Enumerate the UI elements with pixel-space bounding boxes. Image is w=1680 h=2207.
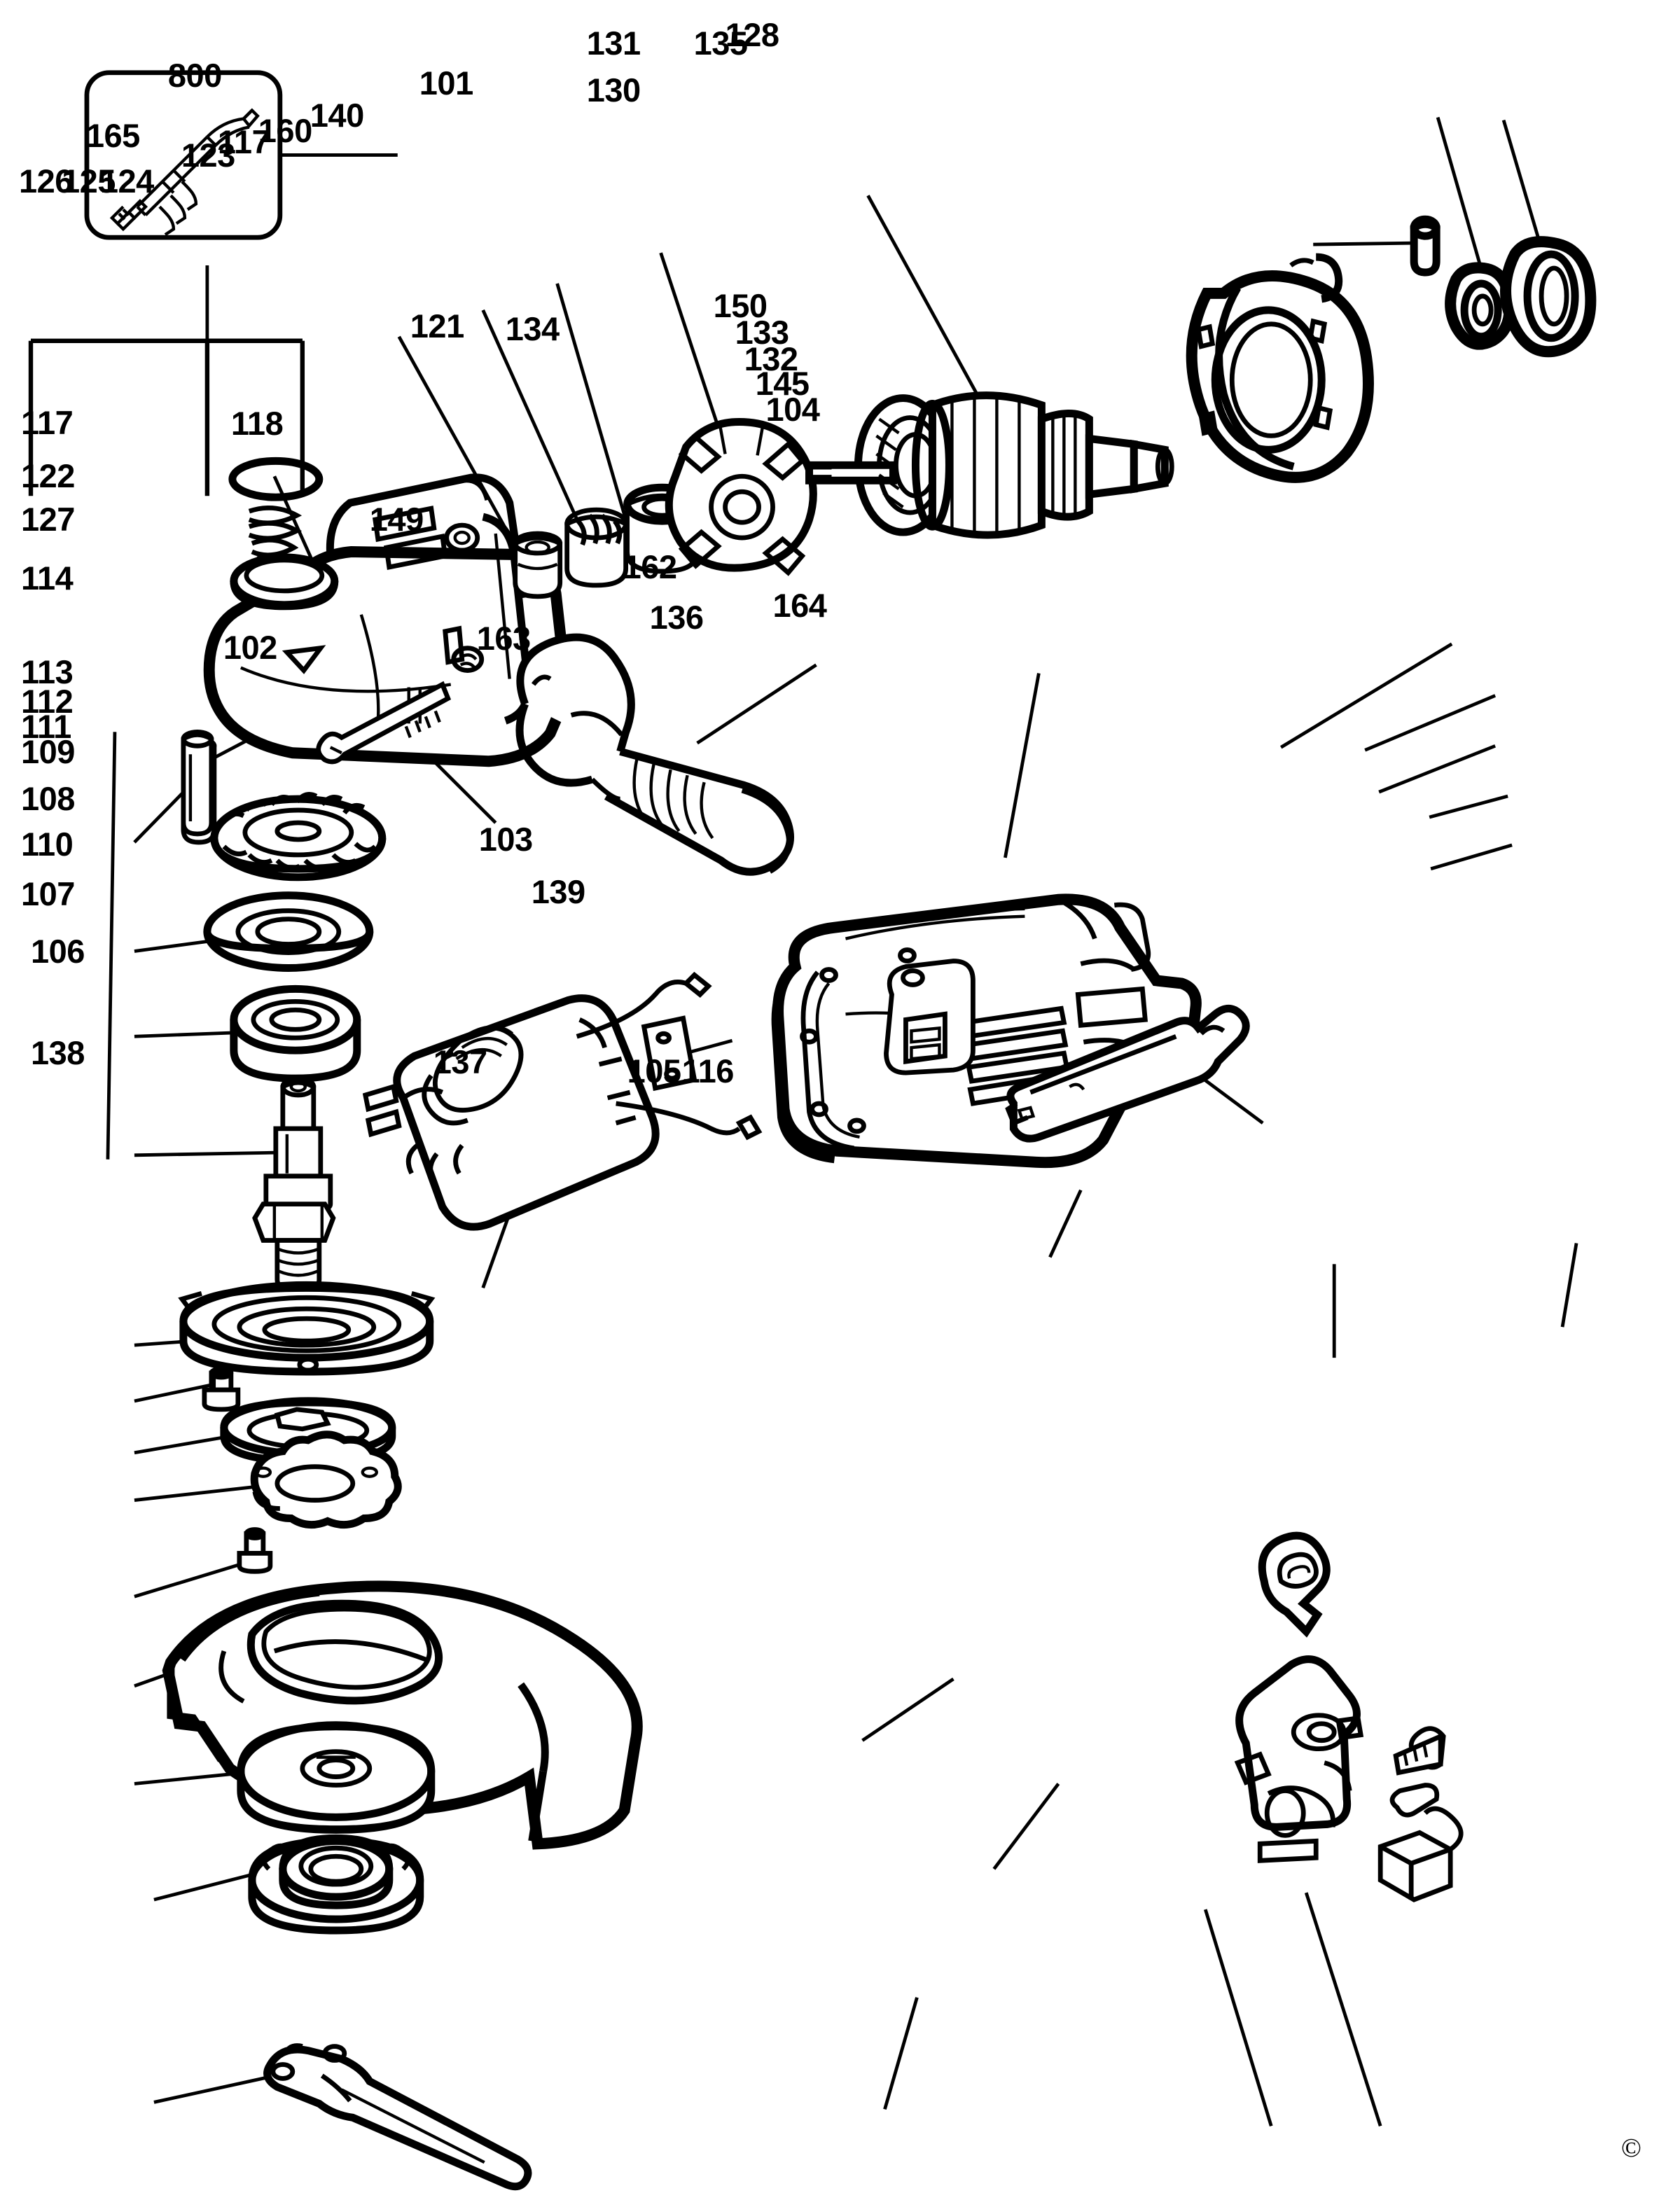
part-number-128: 128 <box>725 15 779 53</box>
part-number-109: 109 <box>21 733 75 771</box>
part-number-101: 101 <box>419 64 473 102</box>
part-number-117-upper: 117 <box>217 123 270 160</box>
part-number-112: 112 <box>21 682 74 720</box>
part-number-138: 138 <box>31 1034 85 1072</box>
part-number-110: 110 <box>21 826 74 863</box>
part-number-145: 145 <box>755 364 810 402</box>
part-number-132: 132 <box>744 340 798 377</box>
part-number-135: 135 <box>693 24 748 62</box>
part-screw-112 <box>202 1366 241 1412</box>
part-inner-flange-106 <box>248 1834 424 1935</box>
part-spindle-114 <box>252 1075 336 1293</box>
part-bearing-135 <box>1445 262 1515 350</box>
part-number-122: 122 <box>21 457 75 495</box>
part-number-125: 125 <box>62 162 116 200</box>
part-lock-plate-109 <box>250 1430 402 1529</box>
part-number-103: 103 <box>478 821 533 858</box>
part-bearing-128 <box>1500 236 1597 358</box>
part-number-113: 113 <box>21 653 74 690</box>
part-number-107: 107 <box>21 875 75 912</box>
part-number-118: 118 <box>230 404 284 442</box>
part-long-screw-118 <box>316 681 452 765</box>
part-o-ring-124 <box>228 457 324 501</box>
part-number-111: 111 <box>21 708 71 746</box>
part-gear-housing <box>203 473 573 767</box>
part-number-130: 130 <box>586 71 641 109</box>
part-screw-108 <box>237 1527 273 1574</box>
part-baffle-assembly-131 <box>1186 253 1374 483</box>
part-number-114: 114 <box>21 559 74 597</box>
part-number-117-lower: 117 <box>21 403 74 441</box>
part-rail-strip-162 <box>1005 1004 1250 1143</box>
part-screw-145 <box>1393 1726 1446 1776</box>
part-spanner-138 <box>263 2043 532 2191</box>
part-number-149: 149 <box>369 501 424 538</box>
part-number-137: 137 <box>433 1043 487 1081</box>
part-brush-spring-133 <box>1258 1531 1331 1638</box>
part-number-134: 134 <box>505 309 560 347</box>
part-number-165: 165 <box>85 116 140 154</box>
part-number-162: 162 <box>623 548 677 585</box>
part-number-160: 160 <box>258 111 312 149</box>
part-pinion-160 <box>564 507 629 588</box>
part-bevel-gear <box>210 792 387 882</box>
part-number-116: 116 <box>681 1052 735 1090</box>
part-number-127: 127 <box>21 501 75 538</box>
part-number-133: 133 <box>735 313 789 351</box>
part-number-136: 136 <box>649 598 704 636</box>
part-seal-ring-122 <box>203 891 374 972</box>
part-baffle-plate <box>665 417 817 576</box>
part-number-140: 140 <box>310 96 364 134</box>
part-number-108: 108 <box>21 780 75 818</box>
part-number-102: 102 <box>223 628 277 666</box>
copyright-mark: © <box>1621 2133 1641 2164</box>
part-number-139: 139 <box>531 872 585 910</box>
part-armature-101 <box>805 391 1174 539</box>
part-number-150: 150 <box>713 287 768 324</box>
part-side-handle-121 <box>515 633 794 876</box>
part-terminal-plate-149 <box>641 1015 697 1092</box>
part-number-104: 104 <box>765 390 820 428</box>
part-plug-130 <box>1410 215 1441 277</box>
part-number-106: 106 <box>31 932 85 970</box>
part-carbon-brush-104 <box>1377 1783 1464 1902</box>
part-number-123: 123 <box>181 136 235 174</box>
part-number-126: 126 <box>19 162 73 200</box>
tool-illustration-box <box>84 70 398 240</box>
part-motor-housing-134 <box>771 893 1202 1169</box>
part-bushing-123 <box>513 531 563 599</box>
part-number-105: 105 <box>627 1052 681 1090</box>
part-bearing-cap-113 <box>178 1281 436 1376</box>
part-number-163: 163 <box>476 619 531 657</box>
part-number-164: 164 <box>772 586 827 624</box>
part-backing-flange-107 <box>237 1721 436 1834</box>
part-ball-bearing-127 <box>230 984 361 1082</box>
part-field-stator-102 <box>362 971 763 1231</box>
part-brush-holder-132 <box>1234 1655 1364 1863</box>
part-number-124: 124 <box>99 162 154 200</box>
part-pin-117 <box>181 729 214 837</box>
part-number-800: 800 <box>167 56 222 94</box>
part-number-121: 121 <box>410 307 464 344</box>
part-number-131: 131 <box>586 24 641 62</box>
